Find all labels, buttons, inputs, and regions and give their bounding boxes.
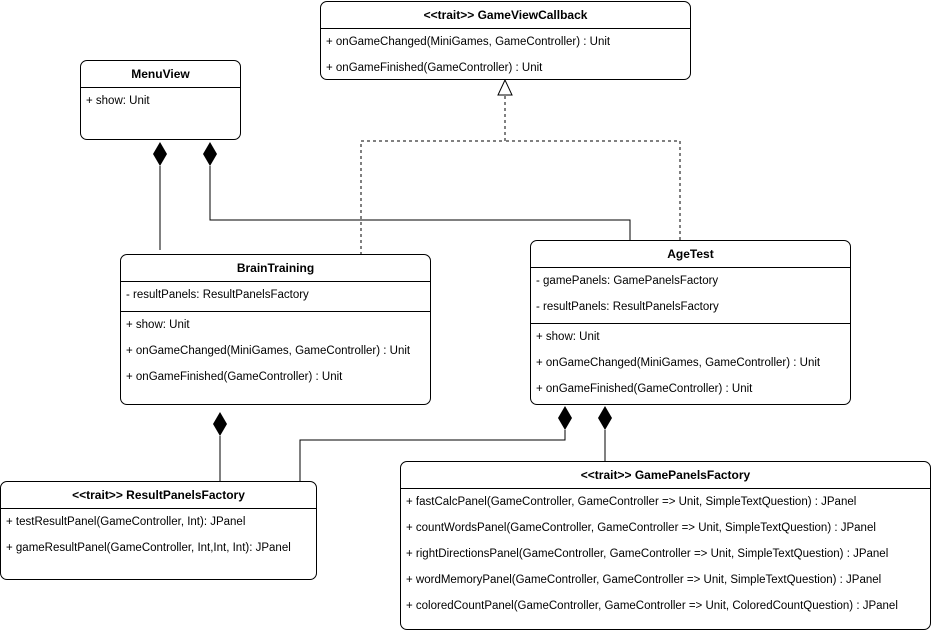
realization-age-test-to-callback [505,140,681,240]
class-name: <<trait>> GamePanelsFactory [401,462,930,489]
methods-section: + fastCalcPanel(GameController, GameCont… [401,489,930,622]
class-brain-training[interactable]: BrainTraining - resultPanels: ResultPane… [120,254,431,405]
method: + show: Unit [536,331,600,343]
methods-section: + testResultPanel(GameController, Int): … [1,509,316,564]
attribute: - resultPanels: ResultPanelsFactory [126,289,309,301]
method: + fastCalcPanel(GameController, GameCont… [406,496,857,508]
class-name: MenuView [81,61,240,88]
method: + countWordsPanel(GameController, GameCo… [406,522,876,534]
composition-line-menuview-agetest [209,166,631,240]
class-age-test[interactable]: AgeTest - gamePanels: GamePanelsFactory … [530,240,851,405]
composition-diamond-agetest-resultpanels [558,406,572,430]
method: + show: Unit [86,95,150,107]
methods-section: + show: Unit + onGameChanged(MiniGames, … [531,323,850,405]
method: + testResultPanel(GameController, Int): … [6,516,246,528]
class-name: <<trait>> GameViewCallback [321,2,690,29]
method: + onGameChanged(MiniGames, GameControlle… [326,36,611,48]
attributes-section: - resultPanels: ResultPanelsFactory [121,282,430,311]
composition-diamond-menuview-agetest [203,142,217,166]
method: + rightDirectionsPanel(GameController, G… [406,548,889,560]
class-menu-view[interactable]: MenuView + show: Unit [80,60,241,140]
class-result-panels-factory[interactable]: <<trait>> ResultPanelsFactory + testResu… [0,481,317,580]
methods-section: + show: Unit + onGameChanged(MiniGames, … [121,311,430,393]
composition-diamond-braintraining-resultpanels [213,412,227,436]
methods-section: + show: Unit [81,88,240,117]
method: + show: Unit [126,319,190,331]
attribute: - gamePanels: GamePanelsFactory [536,275,719,287]
method: + gameResultPanel(GameController, Int,In… [6,542,291,554]
method: + onGameFinished(GameController) : Unit [536,383,753,395]
class-game-view-callback[interactable]: <<trait>> GameViewCallback + onGameChang… [320,1,691,80]
realization-brain-training-to-callback [360,95,506,255]
class-name: BrainTraining [121,255,430,282]
composition-diamond-agetest-gamepanels [598,406,612,430]
method: + onGameChanged(MiniGames, GameControlle… [126,345,411,357]
method: + coloredCountPanel(GameController, Game… [406,600,898,612]
class-name: AgeTest [531,241,850,268]
composition-line-agetest-resultpanels [299,430,566,481]
method: + onGameChanged(MiniGames, GameControlle… [536,357,821,369]
class-name: <<trait>> ResultPanelsFactory [1,482,316,509]
method: + wordMemoryPanel(GameController, GameCo… [406,574,882,586]
method: + onGameFinished(GameController) : Unit [326,62,543,74]
class-game-panels-factory[interactable]: <<trait>> GamePanelsFactory + fastCalcPa… [400,461,931,630]
methods-section: + onGameChanged(MiniGames, GameControlle… [321,29,690,84]
composition-diamond-menuview-braintraining [153,142,167,166]
attribute: - resultPanels: ResultPanelsFactory [536,301,719,313]
method: + onGameFinished(GameController) : Unit [126,371,343,383]
realization-hollow-triangle [497,78,513,96]
attributes-section: - gamePanels: GamePanelsFactory - result… [531,268,850,323]
